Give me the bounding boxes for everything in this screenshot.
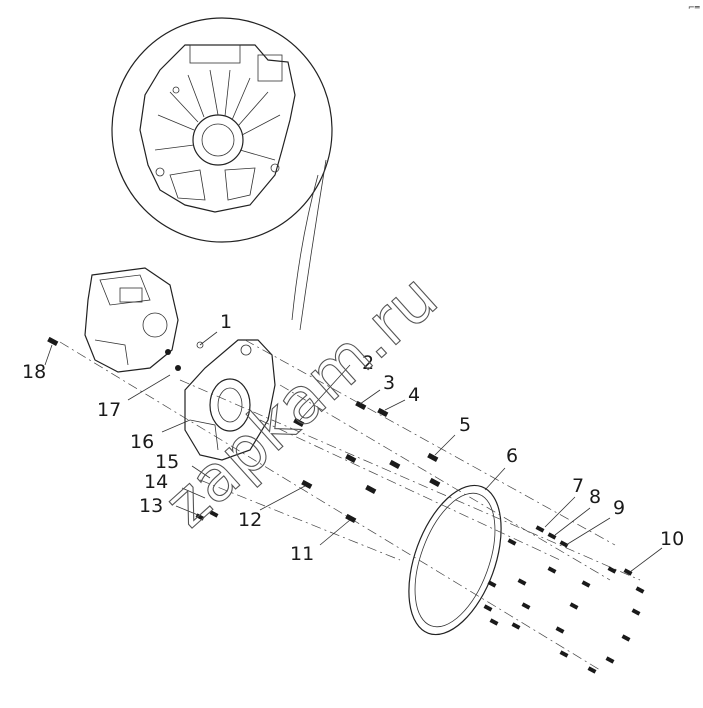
bolt xyxy=(345,513,357,523)
callout-9: 9 xyxy=(613,497,625,519)
callout-2: 2 xyxy=(362,352,374,374)
bolt xyxy=(365,484,377,494)
callout-7: 7 xyxy=(572,475,584,497)
bolt xyxy=(621,634,631,642)
gasket-ring xyxy=(408,484,502,636)
flywheel-housing xyxy=(184,339,276,461)
gear-case-housing xyxy=(84,267,179,373)
callout-4: 4 xyxy=(408,384,420,406)
detail-magnifier xyxy=(111,17,333,331)
bolt xyxy=(507,538,517,546)
callout-18: 18 xyxy=(22,361,46,383)
bolts xyxy=(47,336,645,674)
callout-14: 14 xyxy=(144,471,168,493)
bolt xyxy=(547,532,557,540)
callout-1: 1 xyxy=(220,311,232,333)
callout-3: 3 xyxy=(383,372,395,394)
flywheel-housing-detail xyxy=(139,44,296,213)
bolt xyxy=(605,656,615,664)
bolt xyxy=(427,452,439,462)
corner-mark: ⌐═ xyxy=(688,3,700,12)
bolt xyxy=(547,566,557,574)
watermark: zapkam.ru xyxy=(151,261,452,542)
callout-17: 17 xyxy=(97,399,121,421)
callout-13: 13 xyxy=(139,495,163,517)
bolt xyxy=(377,407,389,417)
bolt xyxy=(623,568,633,576)
bolt xyxy=(511,622,521,630)
alignment-lines xyxy=(59,339,641,671)
callouts: 1 2 3 4 5 6 7 8 9 10 11 12 13 14 15 16 1… xyxy=(22,311,684,565)
bolt xyxy=(555,626,565,634)
bolt xyxy=(559,540,569,548)
callout-6: 6 xyxy=(506,445,518,467)
bolt xyxy=(301,479,313,489)
bolt xyxy=(429,477,441,487)
bolt xyxy=(581,580,591,588)
callout-16: 16 xyxy=(130,431,154,453)
bolt xyxy=(635,586,645,594)
bolt xyxy=(607,566,617,574)
bolt xyxy=(196,341,204,349)
bolt xyxy=(517,578,527,586)
bolt xyxy=(483,604,493,612)
callout-10: 10 xyxy=(660,528,684,550)
callout-15: 15 xyxy=(155,451,179,473)
bolt xyxy=(165,349,171,355)
callout-12: 12 xyxy=(238,509,262,531)
callout-11: 11 xyxy=(290,543,314,565)
bolt xyxy=(175,365,181,371)
bolt xyxy=(631,608,641,616)
bolt xyxy=(293,417,305,427)
callout-8: 8 xyxy=(589,486,601,508)
bolt xyxy=(355,400,367,410)
bolt xyxy=(345,453,357,463)
leader-lines xyxy=(44,331,663,573)
bolt xyxy=(389,459,401,469)
bolt xyxy=(47,336,59,346)
callout-5: 5 xyxy=(459,414,471,436)
bolt xyxy=(587,666,597,674)
bolt xyxy=(487,580,497,588)
bolt xyxy=(559,650,569,658)
bolt xyxy=(521,602,531,610)
bolt xyxy=(209,510,219,518)
bolt xyxy=(489,618,499,626)
bolt xyxy=(535,525,545,533)
bolt xyxy=(569,602,579,610)
